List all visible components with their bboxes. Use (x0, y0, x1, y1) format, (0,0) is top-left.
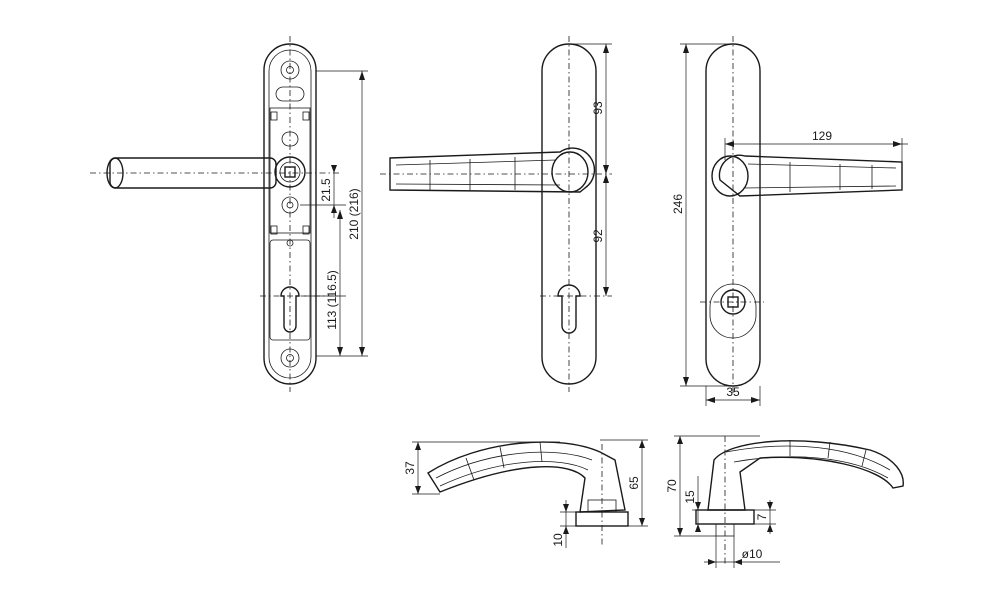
dim-rose-step: 7 (755, 513, 769, 520)
front-view-right (700, 36, 903, 396)
dim-handle-height-side: 65 (627, 476, 641, 490)
side-view-right (695, 436, 904, 566)
front-view (380, 36, 612, 392)
dim-plate-width: 35 (726, 385, 740, 399)
dim-spindle-diameter: ø10 (742, 547, 763, 561)
front-view-dimensions: 93 92 (569, 43, 612, 296)
dim-handle-rise: 37 (403, 461, 417, 475)
side-view-right-dimensions: 70 15 7 ø10 (665, 435, 780, 568)
dim-handle-length: 129 (812, 129, 832, 143)
dim-plate-height: 246 (671, 194, 685, 214)
back-plate-view (90, 36, 340, 392)
front-view-right-dimensions: 129 246 35 (671, 43, 908, 406)
dim-back-plate-height: 210 (216) (347, 188, 361, 239)
back-plate-dimensions: 210 (216) 113 (116.5) 21.5 (300, 70, 368, 357)
side-view-left-dimensions: 37 65 10 (403, 439, 648, 548)
dim-handle-height: 70 (665, 479, 679, 493)
dim-neck-height: 15 (683, 490, 697, 504)
dim-small-offset: 21.5 (319, 178, 333, 202)
side-view-left (427, 441, 629, 546)
dim-spindle-to-cylinder-front: 92 (591, 229, 605, 243)
dim-spindle-to-cylinder: 113 (116.5) (325, 270, 339, 330)
dim-rose-thickness: 10 (551, 533, 565, 547)
dim-upper-to-spindle: 93 (591, 101, 605, 115)
